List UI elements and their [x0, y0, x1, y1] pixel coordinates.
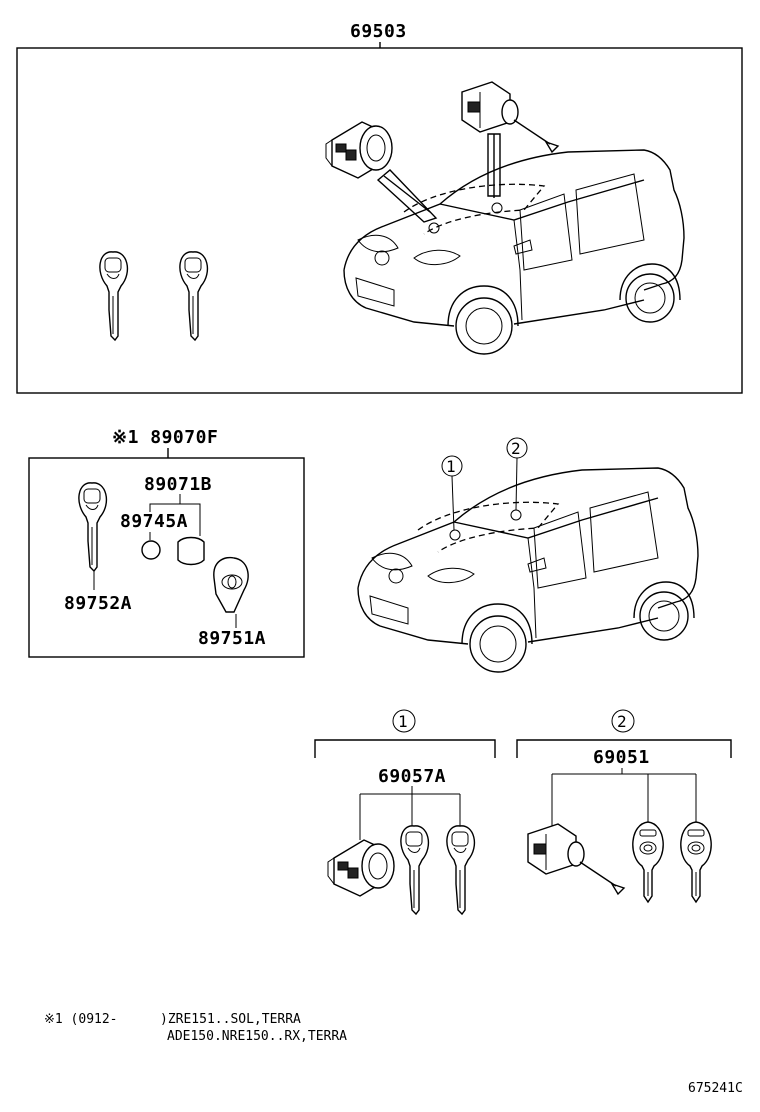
- part-number-89070F: ※1 89070F: [112, 427, 218, 448]
- callout-circle-1: [392, 709, 416, 733]
- key-icon: [179, 251, 209, 341]
- transmitter-housing-icon: [213, 556, 249, 613]
- lock-cylinder-icon: [325, 121, 393, 179]
- battery-icon: [141, 540, 161, 560]
- key-icon: [446, 825, 476, 915]
- key-icon: [400, 825, 430, 915]
- part-number-89751A: 89751A: [198, 628, 266, 649]
- transmitter-set-89070F: ※1 89070F 89752A 89071B 89745A 89751A: [28, 427, 305, 658]
- key-icon: [78, 482, 108, 572]
- illustration-code: 675241C: [688, 1081, 743, 1096]
- pointer-arrow: [383, 175, 431, 213]
- callout-1-number: 1: [446, 457, 456, 476]
- callout-2-number: 2: [511, 439, 521, 458]
- part-number-69057A: 69057A: [378, 766, 446, 787]
- lock-cylinder-icon: [327, 839, 395, 897]
- part-number-69503: 69503: [350, 21, 407, 42]
- footnote-marker: ※1 (0912-: [44, 1012, 118, 1027]
- callout-circle-2: [611, 709, 635, 733]
- transmitter-case-icon: [177, 536, 205, 566]
- assembly-69503: 69503: [16, 21, 743, 394]
- part-number-89752A: 89752A: [64, 593, 132, 614]
- cylinder-set-69057A: 1 69057A: [314, 709, 496, 915]
- transmitter-key-icon: [632, 821, 664, 903]
- part-number-69051: 69051: [593, 747, 650, 768]
- footnote-line-1: )ZRE151..SOL,TERRA: [160, 1012, 301, 1027]
- footnote-line-2: ADE150.NRE150..RX,TERRA: [167, 1029, 347, 1044]
- callout-1-number: 1: [398, 712, 408, 731]
- part-number-89071B: 89071B: [144, 474, 212, 495]
- footnote: ※1 (0912- )ZRE151..SOL,TERRA ADE150.NRE1…: [44, 1012, 347, 1044]
- cylinder-set-69051: 2 69051: [516, 709, 732, 903]
- transmitter-key-icon: [680, 821, 712, 903]
- part-number-89745A: 89745A: [120, 511, 188, 532]
- key-icon: [99, 251, 129, 341]
- callout-2-number: 2: [617, 712, 627, 731]
- vehicle-location-view: 1 2: [357, 437, 699, 673]
- vehicle-hatchback-icon: [343, 149, 685, 355]
- door-lock-cylinder-icon: [527, 823, 625, 895]
- vehicle-hatchback-icon: [357, 467, 699, 673]
- door-lock-cylinder-icon: [461, 81, 559, 153]
